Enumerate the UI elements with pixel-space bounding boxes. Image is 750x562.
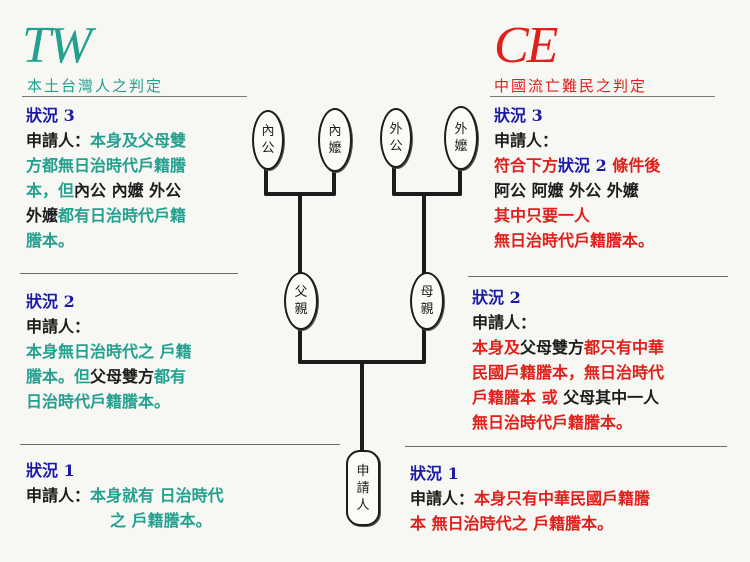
right-case-2-text: 無日治時代戶籍謄本。 <box>472 413 633 432</box>
node-char: 人 <box>356 497 370 513</box>
left-case-1-text: 本身就有 日治時代 <box>90 486 224 505</box>
left-case-1-text: 之 戶籍謄本。 <box>110 511 212 530</box>
applicant-label: 申請人： <box>26 317 91 336</box>
right-divider-1 <box>468 276 728 277</box>
applicant-label: 申請人： <box>472 313 537 332</box>
parents-text: 父母其中一人 <box>563 388 660 407</box>
right-case-2-text: 戶籍謄本 或 <box>472 388 564 407</box>
right-case-3-label: 狀況 3 <box>494 106 543 125</box>
node-char: 內 <box>328 124 342 139</box>
node-char: 內 <box>261 124 275 139</box>
right-case-1-text: 本 無日治時代之 戶籍謄本。 <box>410 514 614 533</box>
right-case-3-text: 其中只要一人 <box>494 206 591 225</box>
left-divider-2 <box>20 444 340 445</box>
left-title-underline <box>22 96 247 97</box>
left-case-3-text: 方都無日治時代戶籍謄 <box>26 156 187 175</box>
left-case-3-text: 都有日治時代戶籍 <box>58 206 187 225</box>
left-divider-1 <box>20 273 238 274</box>
node-char: 親 <box>294 302 308 317</box>
left-case-3-label: 狀況 3 <box>26 106 75 125</box>
right-case-3: 狀況 3 申請人： 符合下方狀況 2 條件後 阿公 阿嬤 外公 外嬤 其中只要一… <box>494 103 660 253</box>
left-case-1-label: 狀況 1 <box>26 461 75 480</box>
applicant-label: 申請人： <box>494 131 559 150</box>
applicant-label: 申請人： <box>26 486 91 505</box>
parents-text: 父母雙方 <box>90 367 155 386</box>
paternal-grandmother-node: 內 嬤 <box>318 108 352 172</box>
applicant-node: 申 請 人 <box>346 450 380 526</box>
node-char: 嬤 <box>328 141 342 156</box>
right-subtitle: 中國流亡難民之判定 <box>494 77 648 95</box>
paternal-grandfather-node: 內 公 <box>252 110 284 170</box>
ce-logo: CE <box>494 17 558 74</box>
parents-text: 父母雙方 <box>520 338 585 357</box>
right-case-2-text: 都只有中華 <box>584 338 665 357</box>
right-divider-2 <box>405 446 727 447</box>
left-case-2-label: 狀況 2 <box>26 292 75 311</box>
mother-node: 母 親 <box>410 272 444 330</box>
right-case-2-label: 狀況 2 <box>472 288 521 307</box>
grandparents-text: 阿公 阿嬤 外公 外嬤 <box>494 181 639 200</box>
left-case-2-text: 謄本。但 <box>26 367 91 386</box>
node-char: 申 <box>356 463 370 479</box>
right-case-2-text: 本身及 <box>472 338 521 357</box>
maternal-grandmother-node: 外 嬤 <box>444 106 478 170</box>
right-case-2-text: 民國戶籍謄本，無日治時代 <box>472 363 665 382</box>
case-reference: 狀況 2 <box>558 156 607 175</box>
right-case-3-text: 符合下方 <box>494 156 559 175</box>
tw-logo: TW <box>22 17 92 74</box>
node-char: 父 <box>294 285 308 300</box>
node-char: 母 <box>420 285 434 300</box>
right-case-3-text: 無日治時代戶籍謄本。 <box>494 231 655 250</box>
left-subtitle: 本土台灣人之判定 <box>27 77 164 95</box>
left-case-2-text: 都有 <box>154 367 187 386</box>
left-case-3-text: 謄本。 <box>26 231 75 250</box>
node-char: 嬤 <box>454 139 468 154</box>
left-case-1: 狀況 1 申請人：本身就有 日治時代 之 戶籍謄本。 <box>26 458 224 533</box>
right-title-underline <box>490 96 715 97</box>
left-case-3-text: 本身及父母雙 <box>90 131 187 150</box>
right-case-1: 狀況 1 申請人：本身只有中華民國戶籍謄 本 無日治時代之 戶籍謄本。 <box>410 461 650 536</box>
left-case-2-text: 日治時代戶籍謄本。 <box>26 392 171 411</box>
father-node: 父 親 <box>284 272 318 330</box>
left-case-2-text: 本身無日治時代之 戶籍 <box>26 342 192 361</box>
node-char: 親 <box>420 302 434 317</box>
grandparents-text: 內公 內嬤 外公 <box>74 181 182 200</box>
node-char: 請 <box>356 480 370 496</box>
right-case-2: 狀況 2 申請人： 本身及父母雙方都只有中華 民國戶籍謄本，無日治時代 戶籍謄本… <box>472 285 664 435</box>
node-char: 公 <box>389 139 403 154</box>
left-case-3-text: 本，但 <box>26 181 75 200</box>
right-case-1-label: 狀況 1 <box>410 464 459 483</box>
maternal-grandfather-node: 外 公 <box>380 108 412 168</box>
node-char: 外 <box>454 122 468 137</box>
right-case-1-text: 本身只有中華民國戶籍謄 <box>474 489 651 508</box>
applicant-label: 申請人： <box>26 131 91 150</box>
node-char: 公 <box>261 141 275 156</box>
right-case-3-text: 條件後 <box>606 156 661 175</box>
left-case-2: 狀況 2 申請人： 本身無日治時代之 戶籍 謄本。但父母雙方都有 日治時代戶籍謄… <box>26 289 192 414</box>
left-case-3: 狀況 3 申請人：本身及父母雙 方都無日治時代戶籍謄 本，但內公 內嬤 外公 外… <box>26 103 186 253</box>
applicant-label: 申請人： <box>410 489 475 508</box>
grandparents-text: 外嬤 <box>26 206 59 225</box>
node-char: 外 <box>389 122 403 137</box>
